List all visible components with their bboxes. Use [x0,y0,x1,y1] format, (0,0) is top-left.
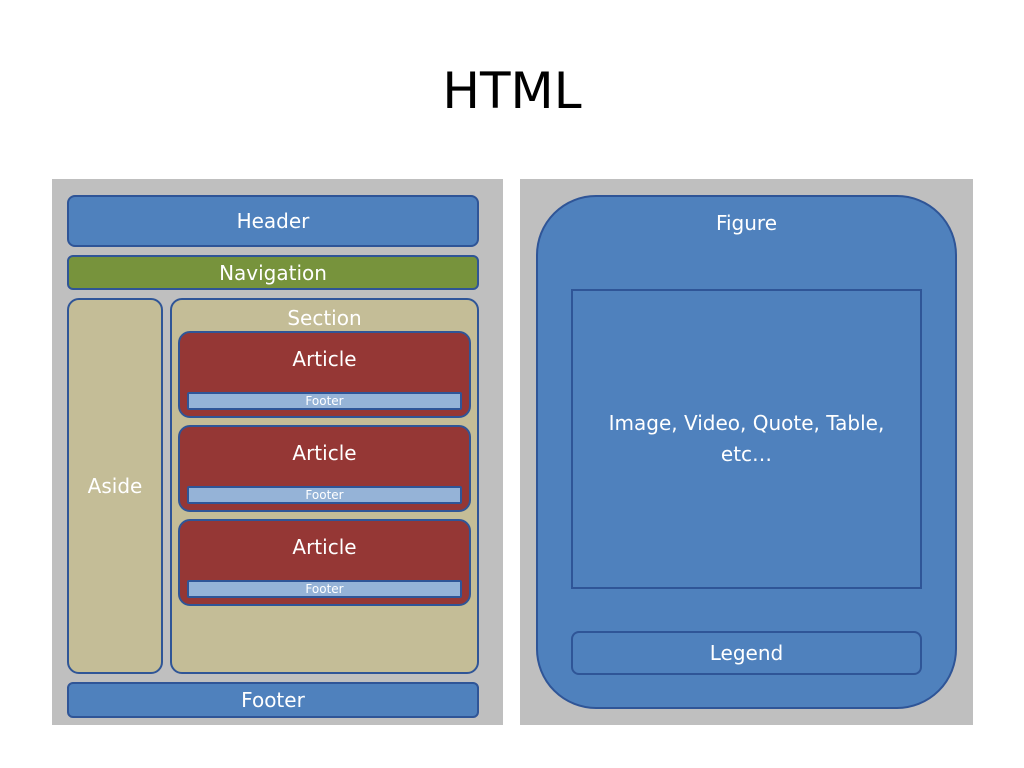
article-label: Article [292,535,357,559]
figure-content-text: Image, Video, Quote, Table, etc… [609,408,885,470]
figure-content-line: Image, Video, Quote, Table, [608,411,885,435]
article-footer-label: Footer [305,582,344,596]
section-label: Section [287,306,362,330]
article-footer-label: Footer [305,394,344,408]
slide-title: HTML [442,62,582,120]
figure-content-box: Image, Video, Quote, Table, etc… [571,289,922,589]
header-label: Header [236,209,310,233]
article-footer-box: Footer [187,580,462,598]
navigation-label: Navigation [219,260,327,285]
figure-label: Figure [715,211,778,235]
aside-label: Aside [87,474,143,498]
article-footer-label: Footer [305,488,344,502]
aside-box: Aside [67,298,163,674]
article-label: Article [292,441,357,465]
legend-label: Legend [709,641,784,665]
navigation-box: Navigation [67,255,479,290]
article-footer-box: Footer [187,486,462,504]
footer-box: Footer [67,682,479,718]
figure-content-line: etc… [720,442,773,466]
figure-panel: Figure Image, Video, Quote, Table, etc… … [520,179,973,725]
legend-box: Legend [571,631,922,675]
footer-label: Footer [241,688,305,712]
article-footer-box: Footer [187,392,462,410]
article-label: Article [292,347,357,371]
header-box: Header [67,195,479,247]
layout-panel: Header Navigation Aside Section Article … [52,179,503,725]
